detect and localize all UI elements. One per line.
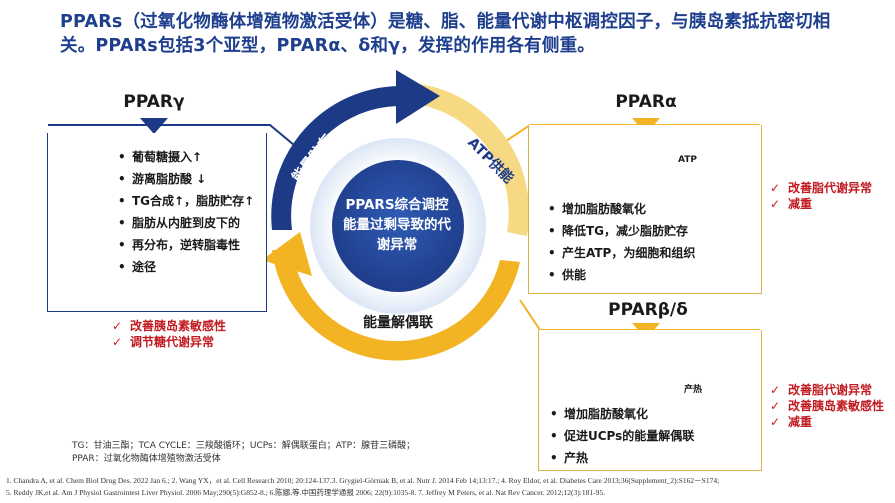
list-item: 降低TG，减少脂肪贮存 [548, 220, 748, 242]
effect-item: ✓减重 [770, 197, 813, 211]
arc-bottom-arrowhead [262, 232, 312, 276]
list-item-continued: 供能 [548, 264, 748, 286]
alpha-label: PPARα [615, 92, 677, 112]
page-title: PPARs（过氧化物酶体增殖物激活受体）是糖、脂、能量代谢中枢调控因子，与胰岛素… [60, 12, 831, 56]
delta-label: PPARβ/δ [608, 300, 688, 320]
arc-bottom [272, 250, 520, 361]
check-icon: ✓ [770, 181, 781, 195]
gamma-connector [48, 124, 301, 151]
effect-item: ✓改善胰岛素敏感性 [112, 319, 227, 333]
check-icon: ✓ [770, 197, 781, 211]
arc-top-left-arrowhead [396, 70, 440, 124]
references: 1. Chandra A, et al. Chem Biol Drug Des.… [6, 476, 720, 497]
gamma-notch [140, 118, 168, 134]
check-icon: ✓ [770, 399, 781, 413]
arc-label-uncoupling: 能量解偶联 [363, 315, 433, 331]
delta-bullets: 增加脂肪酸氧化 促进UCPs的能量解偶联 产热 [550, 403, 750, 469]
list-item: TG合成↑，脂肪贮存↑ [118, 190, 264, 212]
atp-label: ATP [678, 155, 698, 165]
effect-item: ✓调节糖代谢异常 [112, 335, 215, 349]
list-item-continued: 途径 [118, 256, 264, 278]
heat-label: 产热 [684, 385, 703, 395]
list-item: 产生ATP，为细胞和组织 [548, 242, 748, 264]
arc-top-left [271, 86, 400, 230]
gamma-effects: ✓改善胰岛素敏感性 ✓调节糖代谢异常 [112, 318, 272, 350]
effect-item: ✓改善脂代谢异常 [770, 383, 873, 397]
check-icon: ✓ [770, 415, 781, 429]
alpha-bullets: 增加脂肪酸氧化 降低TG，减少脂肪贮存 产生ATP，为细胞和组织 供能 [548, 198, 748, 286]
center-circle [332, 160, 464, 292]
list-item: 葡萄糖摄入↑ [118, 146, 264, 168]
list-item-continued: 再分布，逆转脂毒性 [118, 234, 264, 256]
effect-item: ✓减重 [770, 415, 813, 429]
list-item: 游离脂肪酸 ↓ [118, 168, 264, 190]
check-icon: ✓ [770, 383, 781, 397]
list-item: 产热 [550, 447, 750, 469]
check-icon: ✓ [112, 319, 123, 333]
alpha-effects: ✓改善脂代谢异常 ✓减重 [770, 180, 890, 212]
list-item: 促进UCPs的能量解偶联 [550, 425, 750, 447]
list-item: 脂肪从内脏到皮下的 [118, 212, 264, 234]
effect-item: ✓改善胰岛素敏感性 [770, 399, 885, 413]
gamma-bullets: 葡萄糖摄入↑ 游离脂肪酸 ↓ TG合成↑，脂肪贮存↑ 脂肪从内脏到皮下的 再分布… [118, 146, 264, 278]
list-item: 增加脂肪酸氧化 [548, 198, 748, 220]
mito-label: 脂肪酸氧化↑ [578, 150, 615, 171]
list-item: 增加脂肪酸氧化 [550, 403, 750, 425]
effect-item: ✓改善脂代谢异常 [770, 181, 873, 195]
abbreviations: TG：甘油三酯；TCA CYCLE：三羧酸循环；UCPs：解偶联蛋白；ATP：腺… [72, 441, 416, 464]
ucps-label: UCPs↑ [590, 364, 624, 374]
delta-effects: ✓改善脂代谢异常 ✓改善胰岛素敏感性 ✓减重 [770, 382, 892, 430]
check-icon: ✓ [112, 335, 123, 349]
gamma-label: PPARγ [123, 92, 185, 112]
center-text: PPARS综合调控能量过剩导致的代谢异常 [343, 197, 451, 253]
